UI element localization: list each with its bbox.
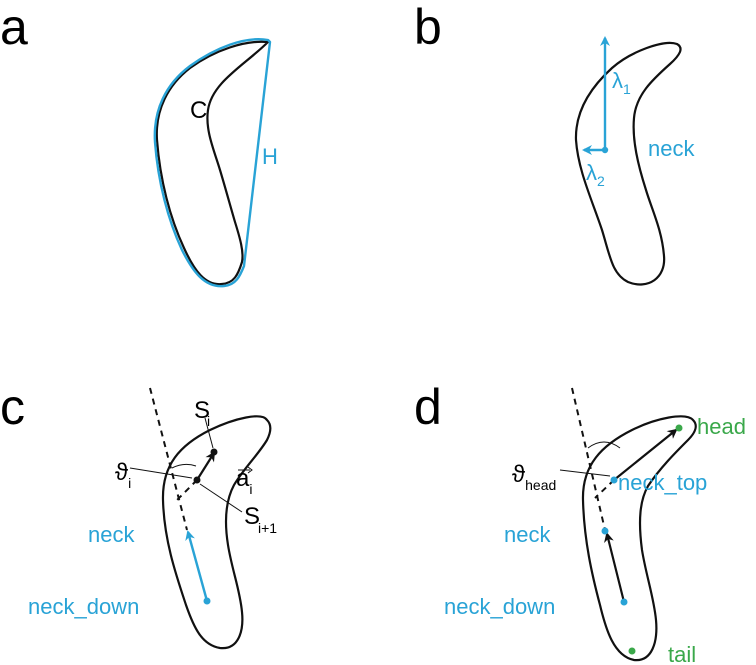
head-dot: [675, 424, 683, 432]
panel-d: d head neck_top ϑhead neck neck_down tai…: [414, 379, 746, 665]
neck-vector-c: [185, 530, 209, 602]
panel-c: c Si ϑi ai Si+1 neck neck_down: [0, 379, 277, 650]
tail-label: tail: [668, 642, 696, 665]
si-label: Si: [194, 397, 210, 429]
ai-label: ai: [236, 465, 253, 497]
centroid-dot: [601, 146, 609, 154]
neck-top-dot: [610, 476, 618, 484]
lambda1-label: λ1: [612, 68, 631, 97]
theta-i-label: ϑi: [115, 459, 131, 491]
si1-label: Si+1: [244, 503, 277, 536]
neck-top-dashed-d: [594, 479, 615, 499]
segment-dashed-c: [176, 479, 198, 501]
leader-si: [204, 417, 214, 449]
neck-down-label-d: neck_down: [444, 594, 555, 619]
point-si1: [193, 476, 201, 484]
leader-si1: [199, 483, 243, 513]
head-label: head: [697, 414, 746, 439]
head-vector: [613, 428, 678, 481]
neck-top-label: neck_top: [618, 470, 707, 495]
neck-label-d: neck: [504, 522, 551, 547]
panel-c-letter: c: [0, 379, 25, 435]
hull-label: H: [262, 144, 278, 169]
panel-b: b λ1 λ2 neck: [414, 0, 695, 286]
neck-down-label-c: neck_down: [28, 594, 139, 619]
worm-contour-b: [574, 41, 682, 286]
neck-label-b: neck: [648, 136, 695, 161]
tail-dot: [628, 647, 636, 655]
leader-theta-head: [559, 469, 611, 477]
direction-extension-c: [149, 387, 188, 531]
neck-down-dot-c: [203, 597, 211, 605]
ai-overarrow-head: [247, 466, 253, 474]
angle-arc-d: [587, 441, 621, 449]
point-si: [210, 448, 218, 456]
vector-ai: [196, 451, 216, 481]
theta-head-label: ϑhead: [512, 461, 556, 493]
direction-extension-d: [571, 387, 606, 531]
lambda2-label: λ2: [586, 160, 605, 189]
neck-dot-d: [601, 527, 609, 535]
panel-a-letter: a: [0, 0, 28, 55]
panel-a: a C H: [0, 0, 278, 288]
contour-label: C: [190, 97, 207, 124]
angle-arc-c: [171, 463, 197, 469]
neck-label-c: neck: [88, 522, 135, 547]
panel-b-letter: b: [414, 0, 442, 55]
neck-down-dot-d: [620, 598, 628, 606]
convex-hull: [153, 38, 272, 288]
worm-contour-c: [161, 415, 272, 650]
worm-contour-d: [581, 415, 697, 662]
panel-d-letter: d: [414, 379, 442, 435]
worm-contour-a: [155, 40, 270, 286]
neck-vector-d: [604, 532, 626, 603]
svg-text:ai: ai: [236, 465, 252, 497]
leader-theta-i: [129, 467, 193, 479]
